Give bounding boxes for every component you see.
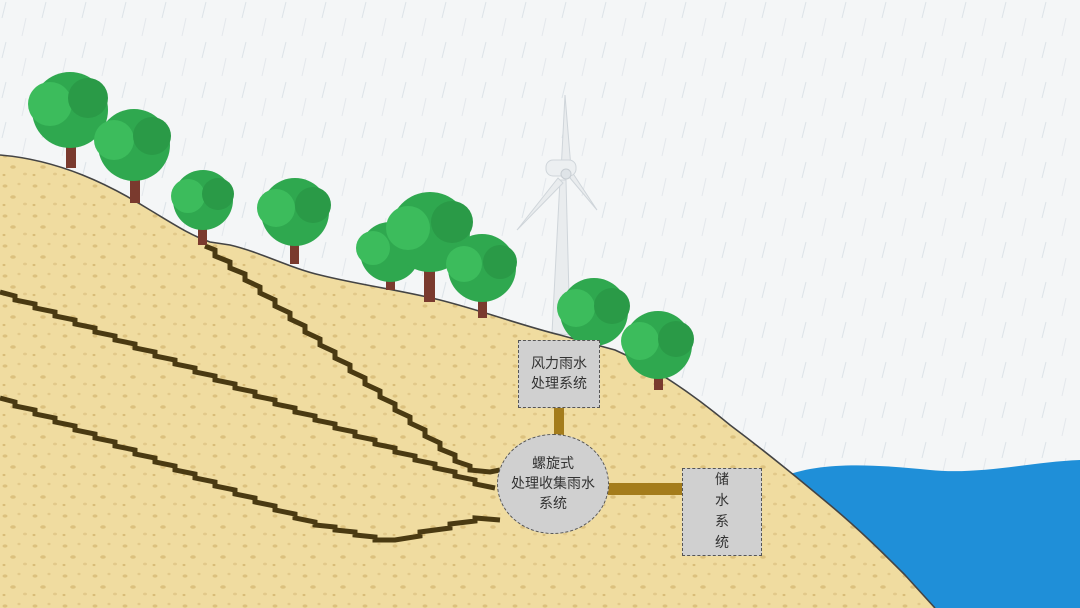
wind-rain-treatment-box: 风力雨水 处理系统 (518, 340, 600, 408)
channel-2 (0, 289, 496, 491)
tree-icon (386, 192, 473, 302)
water-storage-box: 储 水 系 统 (682, 468, 762, 556)
tree-icon (557, 278, 630, 346)
water-body-icon (780, 460, 1080, 608)
wind-rain-treatment-label: 风力雨水 处理系统 (531, 356, 587, 392)
drainage-channels (0, 243, 501, 543)
tree-icon (94, 109, 171, 203)
water-storage-label: 储 水 系 统 (715, 472, 729, 551)
tree-icon (621, 311, 694, 390)
tree-icon (257, 178, 331, 264)
pipe-vertical (554, 408, 564, 436)
tree-icon (171, 170, 234, 245)
tree-icon (28, 72, 108, 168)
spiral-collection-label: 螺旋式 处理收集雨水 系统 (511, 456, 595, 512)
spiral-collection-circle: 螺旋式 处理收集雨水 系统 (497, 434, 609, 534)
channel-1 (204, 243, 501, 475)
channel-3 (0, 395, 501, 543)
pipe-horizontal (607, 483, 683, 495)
tree-icon (446, 234, 517, 318)
